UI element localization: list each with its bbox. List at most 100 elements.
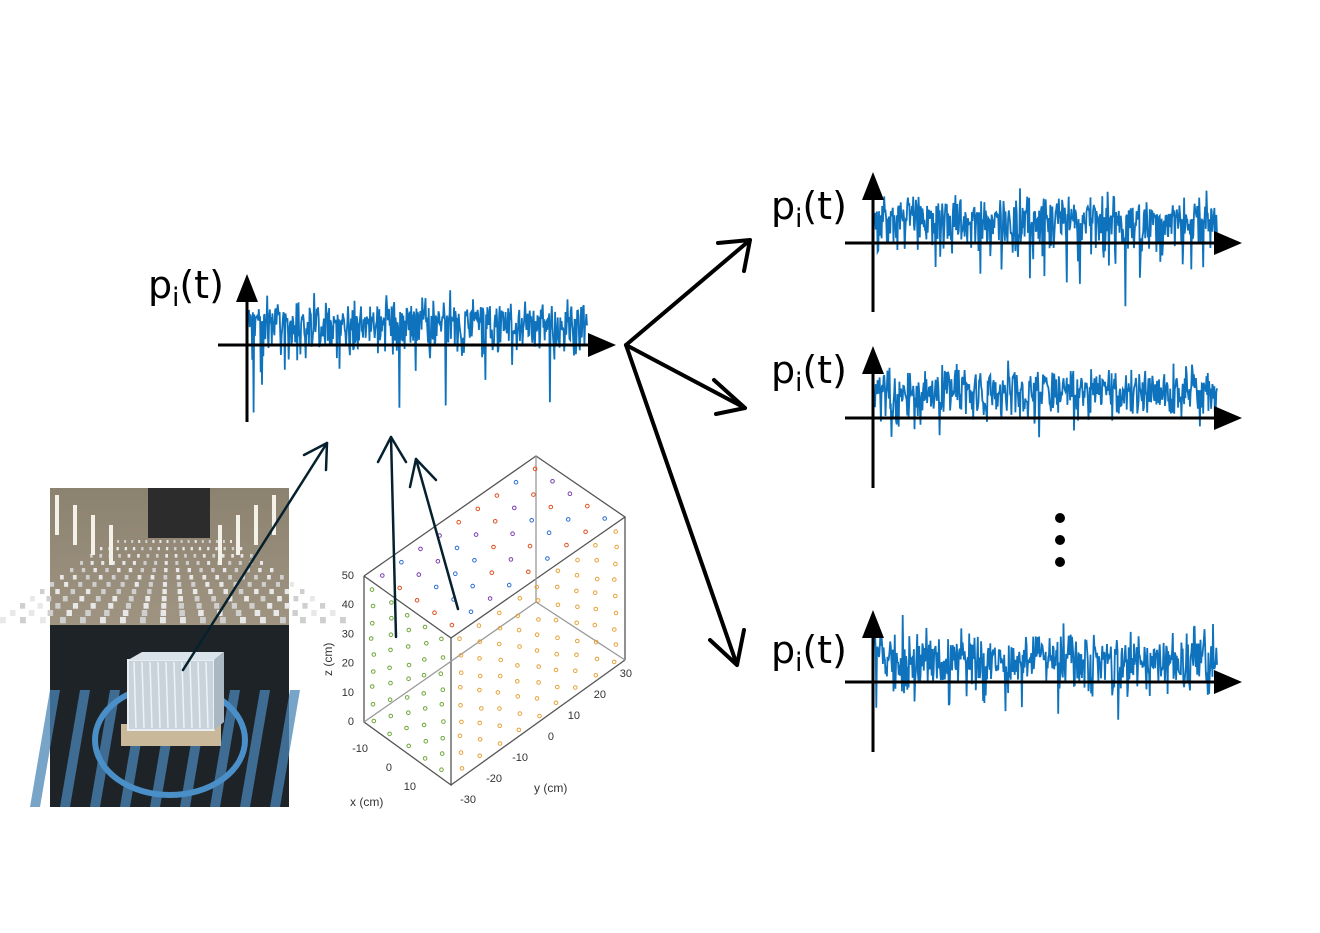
pressure-tap xyxy=(550,479,555,484)
pressure-tap xyxy=(477,753,483,759)
pressure-tap xyxy=(421,691,427,696)
z-axis-label: z (cm) xyxy=(321,643,335,676)
roughness-block xyxy=(300,589,305,595)
pressure-tube xyxy=(157,661,161,729)
pressure-tap xyxy=(545,556,550,561)
pressure-tap xyxy=(498,657,504,663)
pressure-tap xyxy=(406,710,411,716)
roughness-block xyxy=(176,575,181,580)
roughness-block xyxy=(173,540,176,543)
pressure-tap xyxy=(536,680,541,685)
pressure-tap xyxy=(497,723,503,729)
pressure-tap xyxy=(454,545,460,551)
pressure-tap xyxy=(497,741,503,746)
roughness-block xyxy=(273,610,279,616)
ellipsis-dot xyxy=(1055,513,1065,523)
roughness-block xyxy=(284,589,290,595)
roughness-block xyxy=(141,547,144,551)
roughness-block xyxy=(147,589,152,595)
generated-signal-2-panel: pi(t) xyxy=(771,346,1242,488)
roughness-block xyxy=(93,568,97,573)
roughness-block xyxy=(85,575,90,580)
roughness-block xyxy=(81,568,86,573)
pressure-tap xyxy=(534,632,540,638)
roughness-block xyxy=(220,617,226,624)
pressure-tap xyxy=(612,627,617,632)
roughness-block xyxy=(311,610,317,616)
roughness-block xyxy=(211,568,215,573)
pressure-tap xyxy=(564,542,569,548)
signal-trace-generated-1 xyxy=(874,188,1218,307)
roughness-block xyxy=(152,540,155,543)
pressure-tap xyxy=(494,493,500,498)
roughness-block xyxy=(85,610,91,616)
pressure-tap xyxy=(404,695,410,700)
pressure-tap xyxy=(506,582,512,588)
pressure-tap xyxy=(439,702,445,707)
roughness-block xyxy=(228,561,232,565)
roughness-block xyxy=(98,575,103,580)
arrow-head-2 xyxy=(712,378,747,416)
signal-waveform xyxy=(874,360,1218,438)
y-tick-label: 30 xyxy=(620,668,632,680)
pressure-tap xyxy=(457,636,462,642)
roughness-block xyxy=(78,582,83,587)
roughness-block xyxy=(60,617,66,624)
signal-waveform xyxy=(874,614,1218,720)
pressure-tap xyxy=(583,529,588,535)
roughness-block xyxy=(40,589,45,595)
roughness-block xyxy=(62,596,68,602)
roughness-block xyxy=(132,561,136,565)
roughness-block xyxy=(233,582,238,587)
pressure-tap xyxy=(389,600,394,605)
roughness-block xyxy=(258,568,262,573)
pressure-tap xyxy=(594,576,600,582)
pressure-tap xyxy=(475,506,481,512)
floor-stripe xyxy=(270,690,300,807)
pressure-tap xyxy=(423,738,429,744)
roughness-block xyxy=(120,582,125,587)
measured-signal-label: pi(t) xyxy=(148,263,224,313)
pressure-tap xyxy=(592,590,598,596)
pressure-tap xyxy=(517,644,522,649)
pressure-tap xyxy=(592,622,598,628)
pressure-tap xyxy=(406,662,412,668)
pressure-tap xyxy=(555,635,560,641)
roughness-block xyxy=(155,554,159,558)
roughness-block xyxy=(175,568,180,573)
pressure-tap xyxy=(371,652,377,657)
pressure-tap xyxy=(553,617,559,623)
roughness-block xyxy=(149,547,152,551)
roughness-block xyxy=(85,589,91,595)
z-tick-label: 20 xyxy=(342,658,354,670)
pressure-tap xyxy=(497,706,502,711)
signal-trace-measured xyxy=(248,290,588,413)
roughness-block xyxy=(30,596,35,602)
pressure-tube xyxy=(205,661,209,729)
pressure-tap xyxy=(370,702,376,707)
continuation-dots xyxy=(1055,513,1065,567)
roughness-block xyxy=(275,582,280,587)
roughness-block xyxy=(117,568,121,573)
pressure-tap xyxy=(370,620,375,626)
pressure-tap xyxy=(613,642,619,647)
roughness-block xyxy=(211,596,216,602)
pressure-tap xyxy=(449,622,455,628)
pressure-tap xyxy=(405,644,411,649)
roughness-block xyxy=(189,575,194,580)
generated-signal-n-panel: pi(t) xyxy=(771,610,1242,752)
pressure-tap xyxy=(548,504,554,510)
pressure-tap xyxy=(510,531,515,537)
pressure-tap xyxy=(433,584,439,590)
roughness-block xyxy=(194,596,200,602)
ellipsis-dot xyxy=(1055,557,1065,567)
pressure-tap xyxy=(468,609,474,615)
pressure-tap xyxy=(491,544,496,550)
roughness-block xyxy=(20,603,26,609)
roughness-block xyxy=(267,603,273,609)
roughness-block xyxy=(161,596,167,602)
wall-light xyxy=(91,515,95,555)
roughness-block xyxy=(191,582,196,587)
generated-signal-n-label: pi(t) xyxy=(771,628,847,678)
z-tick-label: 0 xyxy=(348,716,354,728)
